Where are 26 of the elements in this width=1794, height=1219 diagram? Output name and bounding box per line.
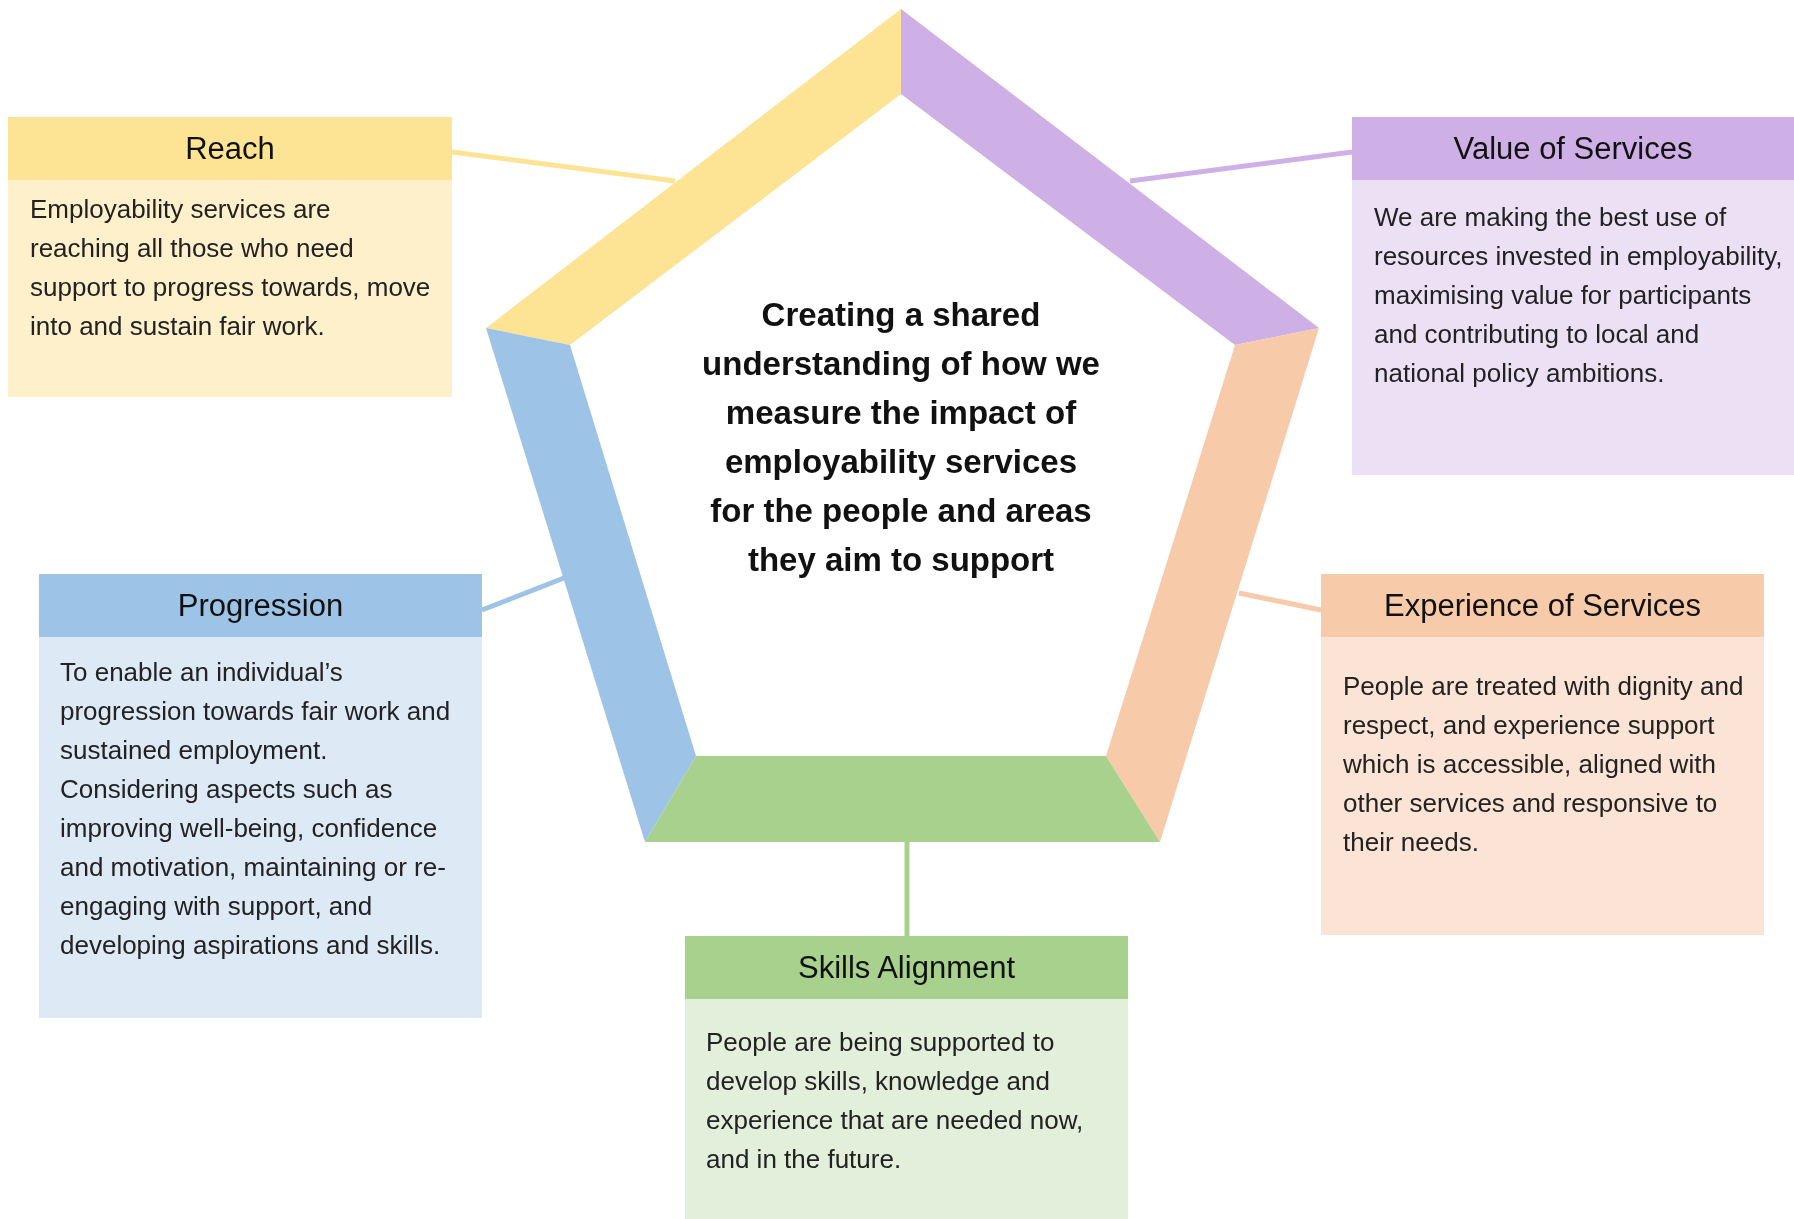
info-card <box>39 574 482 1018</box>
card-heading: Reach <box>185 130 275 167</box>
card-heading: Progression <box>177 587 344 624</box>
card-description: We are making the best use of resources invested in employability, maximising value for participants and contributing to local and national policy ambitions. <box>1374 201 1784 390</box>
card-description: People are treated with dignity and respect, and experience support which is accessible, aligned with other services and responsive to their needs. <box>1343 670 1745 859</box>
connector-line <box>904 842 910 936</box>
pentagon-side-segment <box>486 9 901 345</box>
pentagon-side-segment <box>645 756 1160 842</box>
pentagon-side-segment <box>1106 328 1319 842</box>
connector-line <box>1238 590 1322 613</box>
pentagon-side-segment <box>486 328 696 842</box>
card-heading: Experience of Services <box>1383 587 1701 624</box>
card-description: To enable an individual’s progression towards fair work and sustained employment. Considering aspects such as improving well-being, confidence and motivation, maintaining or re-engaging with support, and developing aspirations and skills. <box>60 656 452 962</box>
card-description: Employability services are reaching all those who need support to progress towards, move into and sustain fair work. <box>30 193 432 343</box>
pentagon-side-segment <box>901 9 1319 345</box>
center-statement: Creating a shared understanding of how we measure the impact of employability services for the people and areas they aim to support <box>700 290 1102 584</box>
connector-line <box>1129 149 1353 184</box>
info-card <box>1321 574 1764 935</box>
info-card <box>685 936 1128 1219</box>
card-heading: Value of Services <box>1453 130 1693 167</box>
info-card <box>1352 117 1794 475</box>
connector-line <box>481 575 565 613</box>
card-heading: Skills Alignment <box>797 949 1016 986</box>
info-card <box>8 117 452 397</box>
card-description: People are being supported to develop skills, knowledge and experience that are needed now, and in the future. <box>706 1026 1085 1176</box>
connector-line <box>451 149 676 184</box>
